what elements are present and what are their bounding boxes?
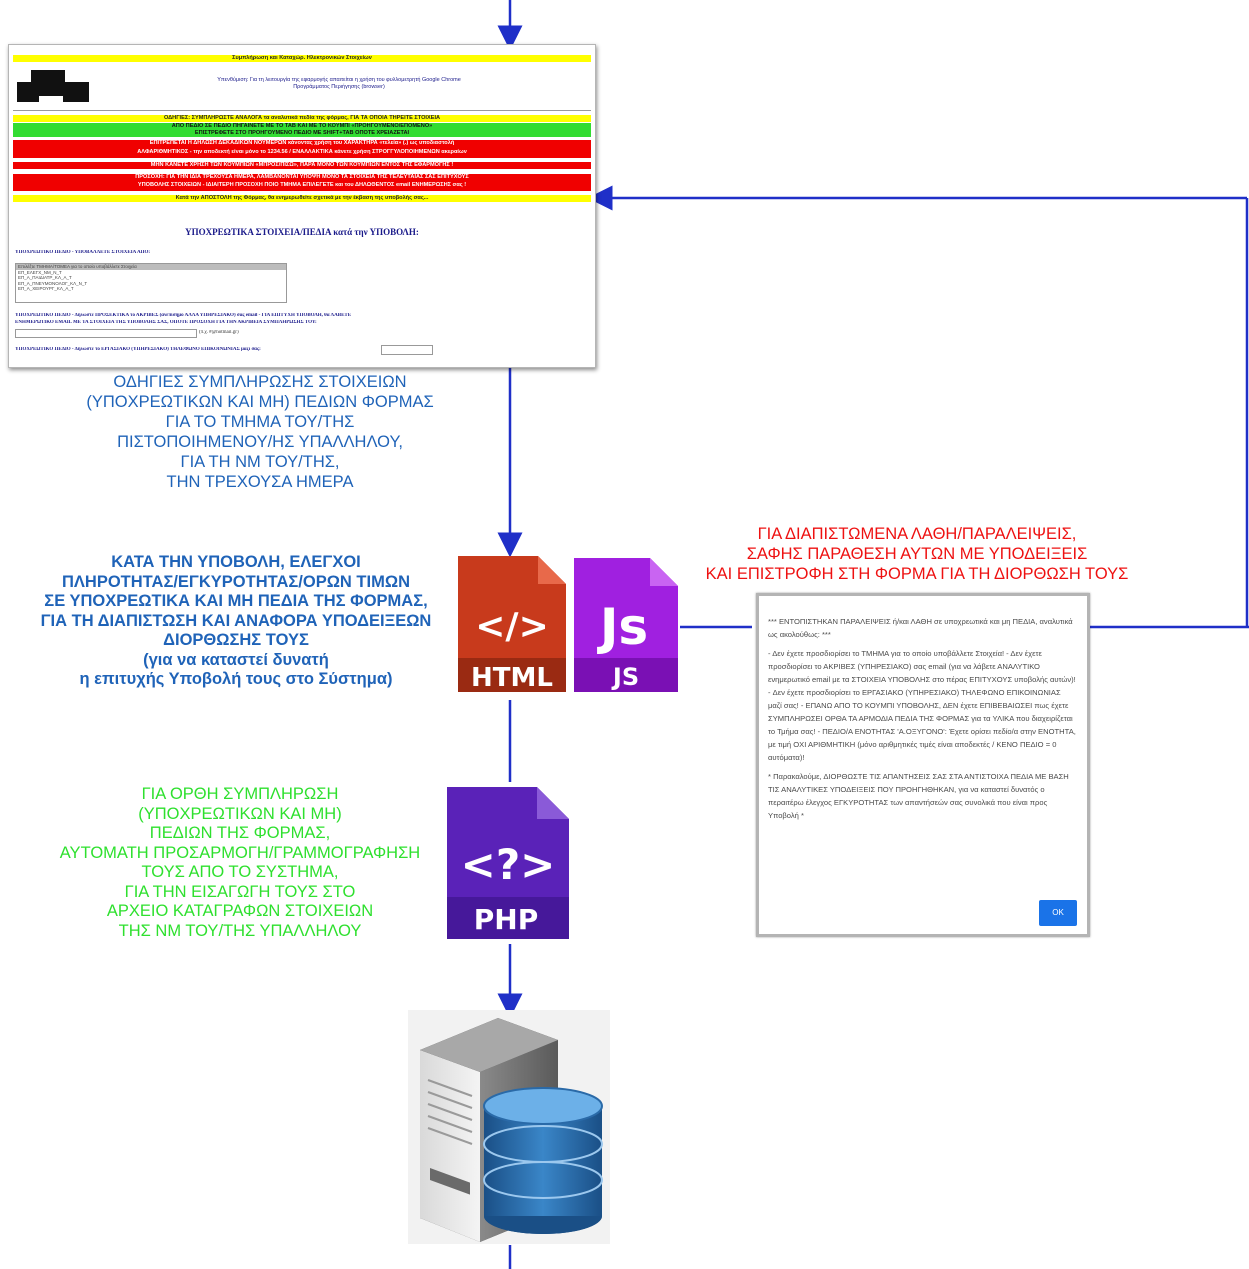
email-input[interactable]	[15, 329, 197, 338]
department-option[interactable]: ΕΠ_Α_ΠΝΕΥΜΟΝΟΛΟΓ_ΚΛ_Ν_Τ	[18, 280, 88, 286]
email-field-label: ΥΠΟΧΡΕΩΤΙΚΟ ΠΕΔΙΟ - Δηλώστε ΠΡΟΣΕΚΤΙΚΑ τ…	[15, 313, 352, 318]
department-option[interactable]: ΕΠ_ΕΛΕΓΧ_ΝΜ_Ν_Τ	[18, 269, 62, 275]
phone-field-label: ΥΠΟΧΡΕΩΤΙΚΟ ΠΕΔΙΟ - Δηλώστε το ΕΡΓΑΣΙΑΚΟ…	[15, 347, 261, 352]
dialog-paragraph: * Παρακαλούμε, ΔΙΟΡΘΩΣΤΕ ΤΙΣ ΑΠΑΝΤΗΣΕΙΣ …	[768, 772, 1069, 820]
ok-button[interactable]: OK	[1039, 900, 1077, 926]
department-option[interactable]: ΕΠ_Α_ΠΑΙΔΙΑΤΡ_ΚΛ_Α_Τ	[18, 275, 72, 280]
errors-text: ΓΙΑ ΔΙΑΠΙΣΤΩΜΕΝΑ ΛΑΘΗ/ΠΑΡΑΛΕΙΨΕΙΣ, ΣΑΦΗΣ…	[705, 525, 1129, 583]
html-label: HTML	[471, 663, 553, 693]
instructions-red-3: ΜΗΝ ΚΑΝΕΤΕ ΧΡΗΣΗ ΤΩΝ ΚΟΥΜΠΙΩΝ «ΜΠΡΟΣ/ΠΙΣ…	[13, 162, 591, 169]
required-fields-title: ΥΠΟΧΡΕΩΤΙΚΑ ΣΤΟΙΧΕΙΑ/ΠΕΔΙΑ κατά την ΥΠΟΒ…	[185, 227, 419, 237]
department-option[interactable]: ΕΠ_Α_ΧΕΙΡΟΥΡΓ_ΚΛ_Α_Τ	[18, 286, 74, 291]
form-instructions-text: ΟΔΗΓΙΕΣ ΣΥΜΠΛΗΡΩΣΗΣ ΣΤΟΙΧΕΙΩΝ (ΥΠΟΧΡΕΩΤΙ…	[86, 373, 434, 491]
html-symbol: </>	[475, 606, 548, 647]
form-screenshot: Συμπλήρωση και Καταχώρ. Ηλεκτρονικών Στο…	[8, 44, 596, 368]
instructions-green-1: ΑΠΟ ΠΕΔΙΟ ΣΕ ΠΕΔΙΟ ΠΗΓΑΙΝΕΤΕ ΜΕ ΤΟ TAB Κ…	[13, 123, 591, 130]
instructions-red-4: ΠΡΟΣΟΧΗ: ΓΙΑ ΤΗΝ ΙΔΙΑ ΤΡΕΧΟΥΣΑ ΗΜΕΡΑ, ΛΑ…	[13, 174, 591, 182]
js-label: JS	[611, 663, 639, 691]
dialog-message: *** ΕΝΤΟΠΙΣΤΗΚΑΝ ΠΑΡΑΛΕΙΨΕΙΣ ή/και ΛΑΘΗ …	[768, 615, 1076, 828]
instructions-yellow-2: Κατά την ΑΠΟΣΤΟΛΗ της Φόρμας, θα ενημερω…	[13, 195, 591, 202]
instructions-yellow: ΟΔΗΓΙΕΣ: ΣΥΜΠΛΗΡΩΣΤΕ ΑΝΑΛΟΓΑ τα αναλυτικ…	[13, 115, 591, 122]
php-symbol: <?>	[461, 840, 556, 889]
js-file-icon: Js JS	[574, 558, 678, 692]
js-symbol: Js	[597, 598, 648, 656]
php-file-icon: <?> PHP	[447, 787, 569, 939]
instructions-red-2: ΑΛΦΑΡΙΘΜΗΤΙΚΟΣ - την αποδεκτή είναι μόνο…	[13, 149, 591, 158]
form-subtitle-2: Προγράμματος Περιήγησης (browser)	[293, 84, 385, 90]
email-hint: (π.χ. #@hotmail.gr)	[199, 330, 239, 335]
department-option[interactable]: Επιλέξτε ΤΜΗΜΑ/ΤΟΜΕΑ για το οποίο υποβάλ…	[16, 264, 286, 270]
email-field-label-2: ΕΝΗΜΕΡΩΤΙΚΟ EMAIL ΜΕ ΤΑ ΣΤΟΙΧΕΙΑ ΤΗΣ ΥΠΟ…	[15, 320, 317, 325]
validation-text: ΚΑΤΑ ΤΗΝ ΥΠΟΒΟΛΗ, ΕΛΕΓΧΟΙ ΠΛΗΡΟΤΗΤΑΣ/ΕΓΚ…	[40, 553, 432, 688]
dialog-paragraph: *** ΕΝΤΟΠΙΣΤΗΚΑΝ ΠΑΡΑΛΕΙΨΕΙΣ ή/και ΛΑΘΗ …	[768, 617, 1073, 639]
department-select[interactable]: Επιλέξτε ΤΜΗΜΑ/ΤΟΜΕΑ για το οποίο υποβάλ…	[15, 263, 287, 303]
instructions-red-1: ΕΠΙΤΡΕΠΕΤΑΙ Η ΔΗΛΩΣΗ ΔΕΚΑΔΙΚΩΝ ΝΟΥΜΕΡΩΝ …	[13, 140, 591, 149]
form-subtitle-1: Υπενθύμιση: Για τη λειτουργία της εφαρμο…	[217, 77, 461, 83]
php-processing-text: ΓΙΑ ΟΡΘΗ ΣΥΜΠΛΗΡΩΣΗ (ΥΠΟΧΡΕΩΤΙΚΩΝ ΚΑΙ ΜΗ…	[59, 785, 421, 940]
instructions-red-5: ΥΠΟΒΟΛΗΣ ΣΤΟΙΧΕΙΩΝ - ΙΔΙΑΙΤΕΡΗ ΠΡΟΣΟΧΗ Π…	[13, 182, 591, 191]
database-server-icon	[408, 1010, 610, 1244]
form-header: Συμπλήρωση και Καταχώρ. Ηλεκτρονικών Στο…	[13, 55, 591, 62]
database-cylinder	[483, 1087, 603, 1234]
dialog-paragraph: - Δεν έχετε προσδιορίσει το ΤΜΗΜΑ για το…	[768, 649, 1076, 762]
instructions-green-2: ΕΠΙΣΤΡΕΦΕΤΕ ΣΤΟ ΠΡΟΗΓΟΥΜΕΝΟ ΠΕΔΙΟ ΜΕ SHI…	[13, 130, 591, 137]
php-label: PHP	[474, 903, 538, 936]
department-field-label: ΥΠΟΧΡΕΩΤΙΚΟ ΠΕΔΙΟ - ΥΠΟΒΑΛΛΕΤΕ ΣΤΟΙΧΕΙΑ …	[15, 250, 151, 255]
logo-image	[17, 70, 89, 104]
phone-input[interactable]	[381, 345, 433, 355]
html-file-icon: </> HTML	[458, 556, 566, 693]
validation-alert-dialog: *** ΕΝΤΟΠΙΣΤΗΚΑΝ ΠΑΡΑΛΕΙΨΕΙΣ ή/και ΛΑΘΗ …	[756, 593, 1090, 937]
